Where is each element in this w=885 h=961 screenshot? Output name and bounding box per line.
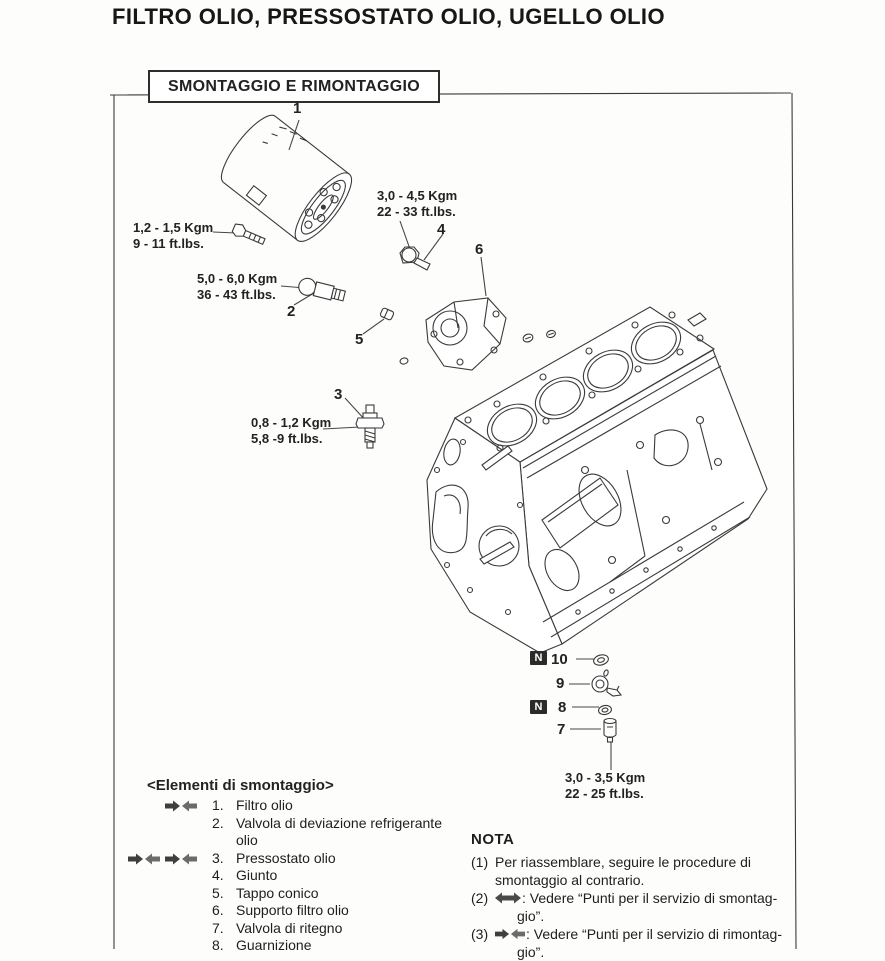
callout-2: 2 [287, 303, 296, 320]
nota-item-text: : Vedere “Punti per il servizio di smont… [522, 890, 778, 906]
reassembly-arrows-icon [128, 853, 160, 864]
reassembly-arrows-icon [165, 853, 197, 864]
disassembly-arrow-icon [495, 892, 521, 904]
torque-kgm: 0,8 - 1,2 Kgm [251, 415, 332, 430]
list-item: 8. Guarnizione [118, 937, 463, 955]
item-label: Valvola di deviazione refrigerante olio [236, 814, 442, 849]
item-number: 4. [212, 867, 224, 883]
joint-drawing [399, 246, 431, 271]
callout-7: 7 [557, 721, 566, 738]
bolt-drawing [231, 223, 266, 246]
filter-support-drawing [425, 297, 507, 371]
callout-4: 4 [437, 221, 446, 238]
nota-item: (2) : Vedere “Punti per il servizio di s… [471, 889, 823, 907]
nota-item-text: Per riassemblare, seguire le procedure d… [495, 854, 752, 888]
check-valve-parts-drawing [591, 654, 623, 743]
torque-kgm: 1,2 - 1,5 Kgm [133, 220, 214, 235]
new-part-badge: N [530, 700, 547, 714]
torque-kgm: 3,0 - 4,5 Kgm [377, 188, 458, 203]
item-number: 2. [212, 814, 224, 831]
callout-9: 9 [556, 675, 565, 692]
relief-valve-drawing [298, 277, 347, 302]
item-number: 5. [212, 884, 224, 901]
reassembly-arrows-icon [495, 928, 525, 940]
callout-6: 6 [475, 241, 484, 258]
list-item: 5. Tappo conico [118, 885, 463, 903]
parts-list-heading: <Elementi di smontaggio> [147, 777, 334, 794]
conical-plug-drawing [379, 307, 395, 321]
item-label: Giunto [236, 867, 278, 883]
item-label: Filtro olio [236, 797, 293, 813]
list-item: 6. Supporto filtro olio [118, 902, 463, 920]
nota-item: (3) : Vedere “Punti per il servizio di r… [471, 925, 823, 943]
nota-item-continuation: gio”. [517, 908, 545, 924]
reassembly-arrows-icon [165, 800, 197, 812]
torque-ftlbs: 5,8 -9 ft.lbs. [251, 431, 323, 446]
torque-label-2: 3,0 - 4,5 Kgm 22 - 33 ft.lbs. [377, 188, 457, 220]
torque-ftlbs: 22 - 25 ft.lbs. [565, 786, 644, 801]
callout-10: 10 [551, 651, 568, 668]
torque-label-4: 0,8 - 1,2 Kgm 5,8 -9 ft.lbs. [251, 415, 331, 447]
small-plug-drawings [399, 329, 556, 365]
nota-item-number: (1) [471, 854, 489, 870]
pressure-switch-drawing [355, 404, 385, 449]
item-number: 3. [212, 849, 224, 866]
nota-item-text: : Vedere “Punti per il servizio di rimon… [526, 926, 782, 942]
nota-heading: NOTA [471, 831, 515, 848]
torque-ftlbs: 9 - 11 ft.lbs. [133, 236, 204, 251]
nota-section: NOTA (1) Per riassemblare, seguire le pr… [471, 831, 823, 961]
list-item: 1. Filtro olio [118, 797, 463, 815]
callout-8: 8 [558, 699, 567, 716]
nota-item-continuation: gio”. [517, 944, 545, 960]
new-part-badge: N [530, 651, 547, 665]
list-item: 7. Valvola di ritegno [118, 920, 463, 938]
torque-kgm: 3,0 - 3,5 Kgm [565, 770, 646, 785]
callout-3: 3 [334, 386, 343, 403]
item-label: Supporto filtro olio [236, 902, 349, 918]
torque-label-1: 1,2 - 1,5 Kgm 9 - 11 ft.lbs. [133, 220, 213, 252]
item-number: 6. [212, 902, 224, 918]
list-item: 2. Valvola di deviazione refrigerante ol… [118, 815, 463, 850]
item-number: 7. [212, 919, 224, 936]
torque-kgm: 5,0 - 6,0 Kgm [197, 271, 278, 286]
list-item: 3. Pressostato olio [118, 850, 463, 868]
item-label: Tappo conico [236, 884, 319, 901]
torque-label-5: 3,0 - 3,5 Kgm 22 - 25 ft.lbs. [565, 770, 645, 802]
item-label: Guarnizione [236, 937, 312, 953]
callout-5: 5 [355, 331, 364, 348]
item-label: Pressostato olio [236, 849, 336, 866]
section-header-box: SMONTAGGIO E RIMONTAGGIO [148, 70, 440, 103]
torque-ftlbs: 22 - 33 ft.lbs. [377, 204, 456, 219]
nota-item: (1) Per riassemblare, seguire le procedu… [471, 853, 823, 889]
list-item: 4. Giunto [118, 867, 463, 885]
parts-list: <Elementi di smontaggio> 1. Filtro olio … [118, 777, 463, 955]
leader-lines [212, 119, 612, 770]
torque-label-3: 5,0 - 6,0 Kgm 36 - 43 ft.lbs. [197, 271, 277, 303]
nota-item-number: (3) [471, 926, 489, 942]
item-number: 8. [212, 937, 224, 953]
item-number: 1. [212, 797, 224, 813]
oil-filter-drawing [220, 114, 353, 242]
section-header-label: SMONTAGGIO E RIMONTAGGIO [168, 77, 420, 95]
callout-1: 1 [293, 100, 302, 117]
engine-block-drawing [426, 306, 768, 654]
nota-item-number: (2) [471, 890, 489, 906]
torque-ftlbs: 36 - 43 ft.lbs. [197, 287, 276, 302]
page-title: FILTRO OLIO, PRESSOSTATO OLIO, UGELLO OL… [112, 4, 665, 29]
item-label: Valvola di ritegno [236, 919, 343, 936]
